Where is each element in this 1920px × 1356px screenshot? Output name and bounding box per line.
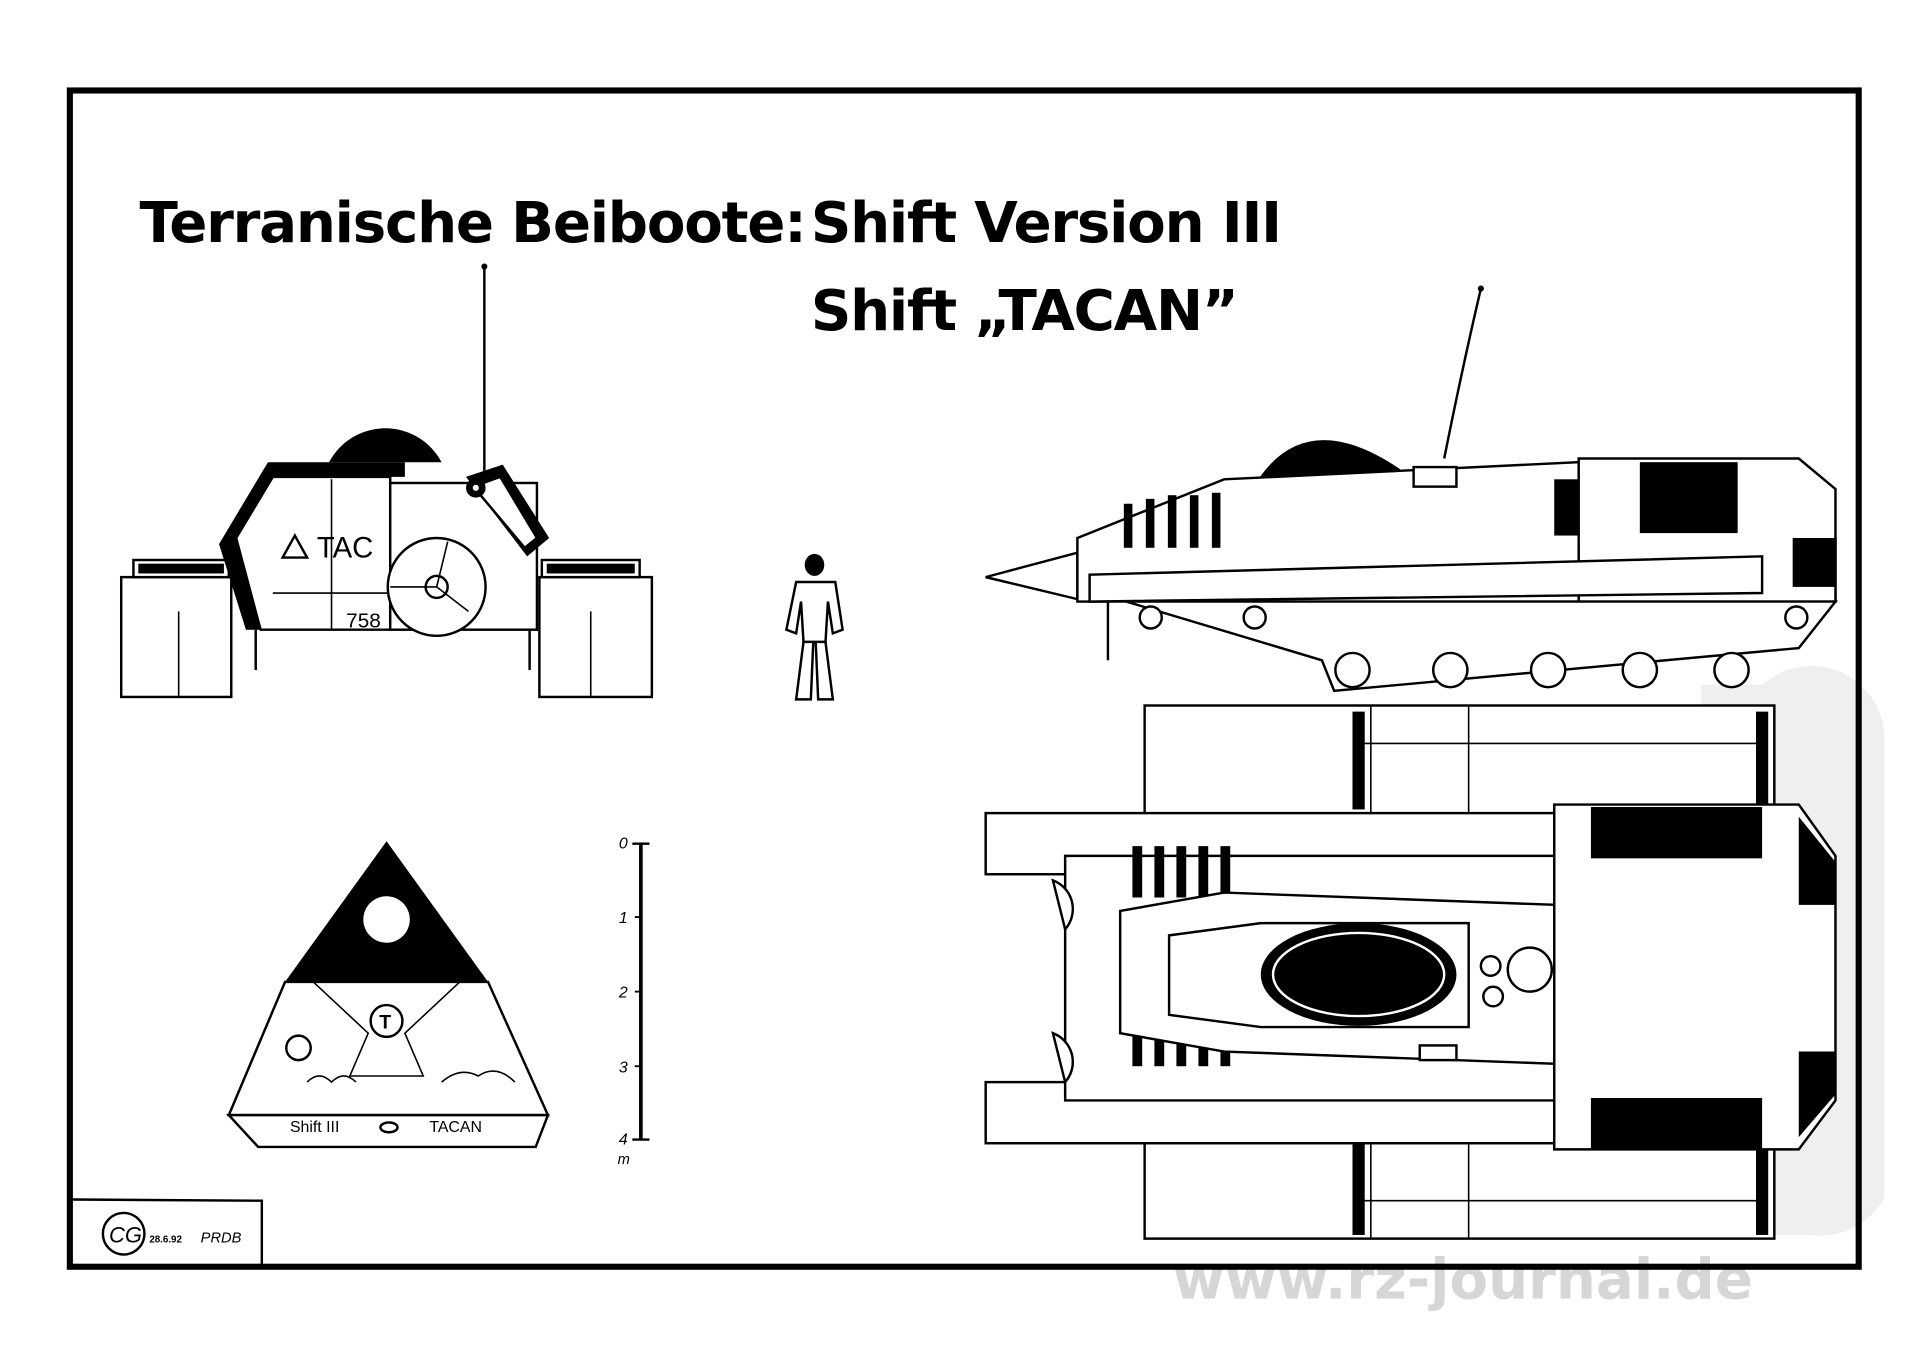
tacan-emblem: T Shift III TACAN xyxy=(226,841,550,1149)
emblem-label-shift: Shift III xyxy=(290,1119,339,1136)
watermark-url: www.rz-journal.de xyxy=(1173,1248,1753,1313)
scale-tick-1: 1 xyxy=(619,910,628,927)
drawing-frame xyxy=(66,87,1862,1270)
side-view-vehicle xyxy=(985,285,1838,693)
scale-tick-0: 0 xyxy=(619,836,628,853)
hull-lettering: TAC xyxy=(317,532,373,565)
scale-tick-4: 4 xyxy=(619,1131,628,1148)
scale-tick-2: 2 xyxy=(618,985,628,1002)
emblem-center-letter: T xyxy=(379,1011,391,1033)
title-line2: Shift „TACAN” xyxy=(811,279,1238,344)
signature-monogram: CG xyxy=(109,1222,142,1247)
top-view-vehicle xyxy=(984,704,1837,1240)
signature-box: CG 28.6.92 PRDB xyxy=(72,1198,264,1265)
human-scale-figure xyxy=(784,553,844,701)
hull-number: 758 xyxy=(346,609,381,632)
emblem-label-tacan: TACAN xyxy=(429,1119,482,1136)
title-right: Shift Version III xyxy=(811,191,1281,256)
signature-initials: PRDB xyxy=(201,1230,242,1246)
signature-date: 28.6.92 xyxy=(149,1234,182,1245)
title-left: Terranische Beiboote: xyxy=(140,191,806,256)
scale-bar: 0 1 2 3 4 m xyxy=(618,836,650,1168)
track-wheels xyxy=(1138,605,1809,689)
scale-unit: m xyxy=(618,1152,630,1168)
scale-tick-3: 3 xyxy=(619,1059,628,1076)
front-view-vehicle: TAC 758 xyxy=(119,263,654,699)
